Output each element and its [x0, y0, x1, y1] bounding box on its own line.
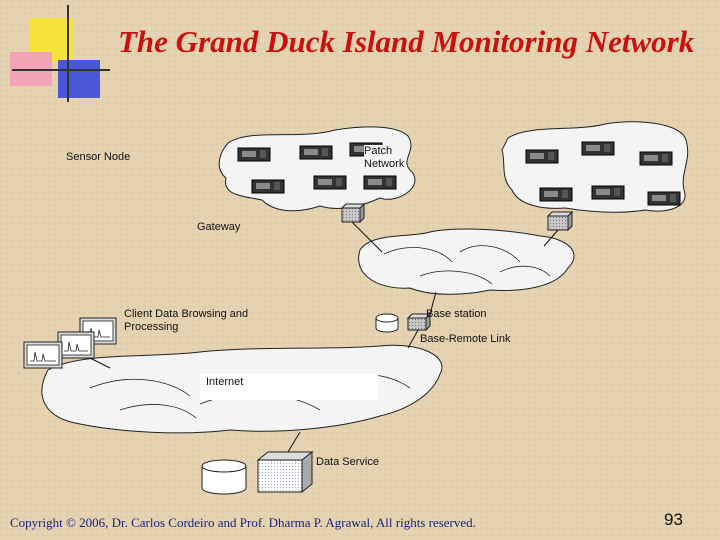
sensor-node-label: Sensor Node — [66, 151, 131, 163]
transit-network-cloud — [358, 228, 575, 295]
data-service-server — [201, 450, 314, 495]
base-remote-link-label: Base-Remote Link — [420, 333, 511, 345]
corner-decoration — [10, 5, 110, 102]
gateway-1 — [340, 202, 366, 224]
patch-network-label: Patch Network — [364, 145, 405, 171]
data-service-label: Data Service — [316, 456, 379, 468]
client-computers — [23, 317, 117, 369]
base-station — [375, 312, 432, 333]
internet-label: Internet — [206, 376, 244, 388]
slide-title: The Grand Duck Island Monitoring Network — [118, 24, 695, 59]
gateway-label: Gateway — [197, 221, 241, 233]
client-label: Client Data Browsing and Processing — [124, 308, 249, 333]
page-number: 93 — [664, 510, 683, 529]
gateway-2 — [546, 210, 574, 232]
copyright-footer: Copyright © 2006, Dr. Carlos Cordeiro an… — [10, 515, 476, 530]
base-station-label: Base station — [426, 308, 487, 320]
sensor-node-group-2 — [525, 141, 681, 206]
